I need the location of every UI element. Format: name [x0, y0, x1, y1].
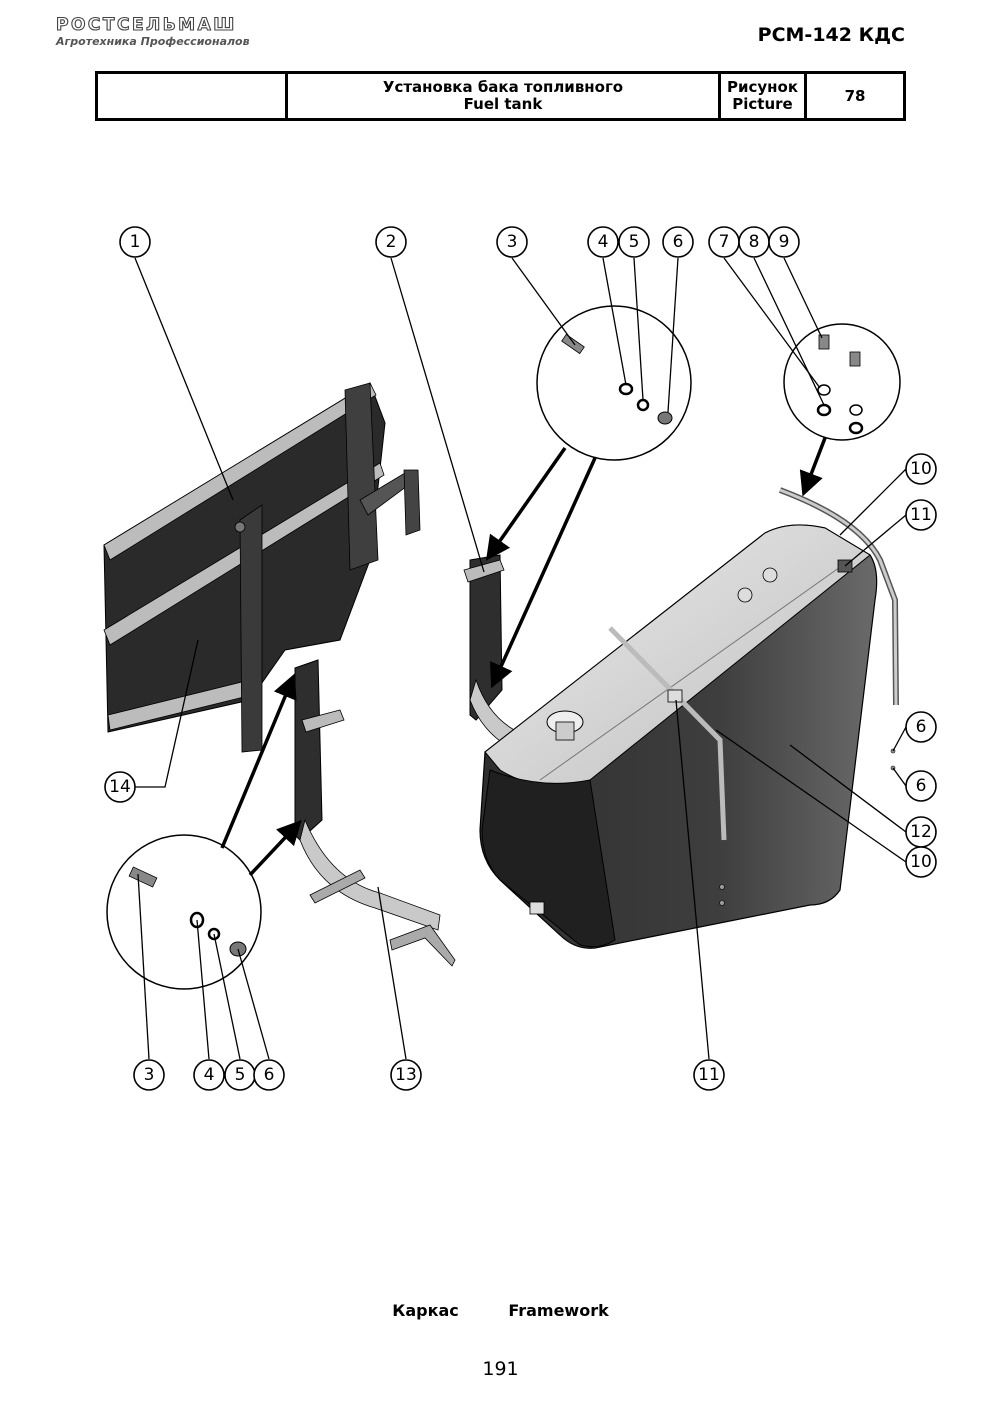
callout-6: 6 [253, 1059, 285, 1091]
svg-text:13: 13 [395, 1065, 417, 1085]
svg-text:5: 5 [629, 232, 640, 252]
logo-wordmark: РОСТСЕЛЬМАШ [55, 15, 237, 35]
callout-4: 4 [193, 1059, 225, 1091]
model-designation: РСМ-142 КДС [757, 24, 905, 46]
callout-13: 13 [390, 1059, 422, 1091]
svg-text:3: 3 [507, 232, 518, 252]
callout-6: 6 [905, 770, 937, 802]
svg-text:11: 11 [698, 1065, 720, 1085]
svg-text:2: 2 [386, 232, 397, 252]
callout-6: 6 [905, 711, 937, 743]
detail-view-right [783, 323, 901, 441]
title-empty-cell [95, 71, 288, 121]
svg-text:6: 6 [916, 776, 927, 796]
callout-10: 10 [905, 846, 937, 878]
tank-strap [719, 487, 899, 906]
title-en: Fuel tank [463, 95, 543, 113]
callout-5: 5 [224, 1059, 256, 1091]
figure-label-cell: Рисунок Picture [718, 71, 807, 121]
callout-10: 10 [905, 453, 937, 485]
callout-11: 11 [693, 1059, 725, 1091]
title-block: Установка бака топливного Fuel tank Рису… [95, 71, 906, 121]
callout-7: 7 [708, 226, 740, 258]
callout-14: 14 [104, 771, 136, 803]
callout-3: 3 [133, 1059, 165, 1091]
callout-6: 6 [662, 226, 694, 258]
svg-text:9: 9 [779, 232, 790, 252]
callout-1: 1 [119, 226, 151, 258]
svg-text:7: 7 [719, 232, 730, 252]
page-number: 191 [482, 1358, 519, 1380]
svg-text:6: 6 [673, 232, 684, 252]
title-cell: Установка бака топливного Fuel tank [285, 71, 721, 121]
detail-view-lower [106, 834, 262, 990]
fuel-tank [479, 524, 878, 949]
brand-logo: РОСТСЕЛЬМАШ Агротехника Профессионалов [55, 15, 250, 48]
tank-bracket-lower [294, 659, 456, 967]
caption-ru: Каркас [392, 1301, 459, 1320]
callout-5: 5 [618, 226, 650, 258]
svg-text:12: 12 [910, 822, 932, 842]
svg-text:5: 5 [235, 1065, 246, 1085]
svg-text:6: 6 [264, 1065, 275, 1085]
callout-2: 2 [375, 226, 407, 258]
figure-label-en: Picture [732, 95, 793, 113]
callout-4: 4 [587, 226, 619, 258]
svg-text:4: 4 [598, 232, 609, 252]
svg-text:3: 3 [144, 1065, 155, 1085]
svg-text:6: 6 [916, 717, 927, 737]
callout-11: 11 [905, 499, 937, 531]
svg-text:8: 8 [749, 232, 760, 252]
figure-label-ru: Рисунок [726, 78, 799, 96]
title-ru: Установка бака топливного [382, 78, 624, 96]
callout-8: 8 [738, 226, 770, 258]
callout-9: 9 [768, 226, 800, 258]
figure-caption: Каркас Framework [0, 1301, 1001, 1320]
figure-number-cell: 78 [804, 71, 906, 121]
callouts: 1 2 3 4 5 6 7 8 9 10 11 6 6 12 10 14 3 4… [104, 226, 937, 1091]
svg-text:1: 1 [130, 232, 141, 252]
callout-3: 3 [496, 226, 528, 258]
svg-text:11: 11 [910, 505, 932, 525]
logo-tagline: Агротехника Профессионалов [56, 35, 250, 48]
caption-en: Framework [508, 1301, 609, 1320]
svg-text:10: 10 [910, 459, 932, 479]
assembly-arrows [220, 437, 827, 877]
detail-view-upper [536, 305, 692, 461]
callout-12: 12 [905, 816, 937, 848]
svg-text:4: 4 [204, 1065, 215, 1085]
leader-lines [134, 257, 907, 1060]
frame-panel [103, 382, 421, 753]
svg-text:10: 10 [910, 852, 932, 872]
svg-text:14: 14 [109, 777, 131, 797]
